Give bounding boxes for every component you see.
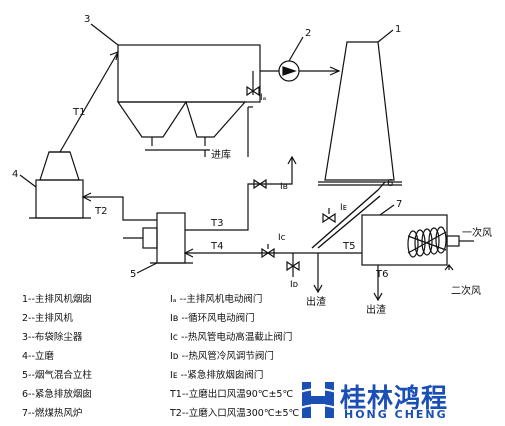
label-t2: T2 xyxy=(94,206,107,217)
logo-chinese-text: 桂林鸿程 xyxy=(340,384,449,414)
label-valve-id: Iᴅ xyxy=(290,280,298,290)
label-valve-ia: Iₐ xyxy=(260,93,266,103)
vertical-mill xyxy=(35,179,84,219)
label-t4: T4 xyxy=(210,241,223,252)
label-slag-out-1: 出渣 xyxy=(306,295,326,308)
legend-item: T2--立磨入口风温300℃±5℃ xyxy=(170,408,300,419)
emergency-chimney xyxy=(317,195,381,249)
label-num-6: 6 xyxy=(387,178,393,189)
legend-item: 6--紧急排放烟囱 xyxy=(22,389,92,400)
label-secondary-air: 二次风 xyxy=(451,284,481,297)
label-num-4: 4 xyxy=(12,169,18,180)
hot-air-furnace xyxy=(361,214,448,266)
label-t6: T6 xyxy=(375,269,388,280)
legend-item: Iₐ --主排风机电动阀门 xyxy=(170,294,263,305)
label-to-storage: 进库 xyxy=(211,148,231,161)
label-t5: T5 xyxy=(342,241,355,252)
legend-item: Iʙ --循环风电动阀门 xyxy=(170,313,255,324)
logo-english-text: HONG CHENG xyxy=(344,408,448,421)
label-t1: T1 xyxy=(72,107,85,118)
legend-item: Iᴅ --热风管冷风调节阀门 xyxy=(170,351,274,362)
legend-item: T1--立磨出口风温90℃±5℃ xyxy=(170,389,294,400)
hongcheng-logo: 桂林鸿程 HONG CHENG xyxy=(300,378,500,424)
label-slag-out-2: 出渣 xyxy=(366,303,386,316)
label-valve-ic: Ic xyxy=(278,233,286,243)
legend-valves-temps: Iₐ --主排风机电动阀门 Iʙ --循环风电动阀门 Ic --热风管电动高温截… xyxy=(170,290,299,423)
bag-filter-hopper-right xyxy=(185,101,247,138)
legend-item: 4--立磨 xyxy=(22,351,54,362)
label-num-2: 2 xyxy=(305,28,311,39)
label-num-7: 7 xyxy=(396,199,402,210)
label-num-5: 5 xyxy=(130,269,136,280)
bag-filter-body xyxy=(117,44,261,103)
label-valve-ie: Iᴇ xyxy=(340,203,347,213)
label-primary-air: 一次风 xyxy=(462,226,492,239)
label-valve-ib: Iʙ xyxy=(280,182,288,192)
legend-item: 7--燃煤热风炉 xyxy=(22,408,83,419)
logo-h-icon xyxy=(300,382,336,418)
legend-item: 5--烟气混合立柱 xyxy=(22,370,92,381)
legend-item: Iᴇ --紧急排放烟囱阀门 xyxy=(170,370,264,381)
gas-mixing-column xyxy=(156,212,186,264)
legend-item: 3--布袋除尘器 xyxy=(22,332,83,343)
label-num-1: 1 xyxy=(395,24,401,35)
legend-item: 2--主排风机 xyxy=(22,313,73,324)
legend-item: Ic --热风管电动高温截止阀门 xyxy=(170,332,293,343)
bag-filter-hopper-left xyxy=(116,101,188,138)
label-num-3: 3 xyxy=(84,14,90,25)
main-exhaust-chimney xyxy=(324,41,395,181)
legend-components: 1--主排风机烟囱 2--主排风机 3--布袋除尘器 4--立磨 5--烟气混合… xyxy=(22,290,92,423)
burner-coil xyxy=(407,226,447,258)
label-t3: T3 xyxy=(210,218,223,229)
legend-item: 1--主排风机烟囱 xyxy=(22,294,92,305)
